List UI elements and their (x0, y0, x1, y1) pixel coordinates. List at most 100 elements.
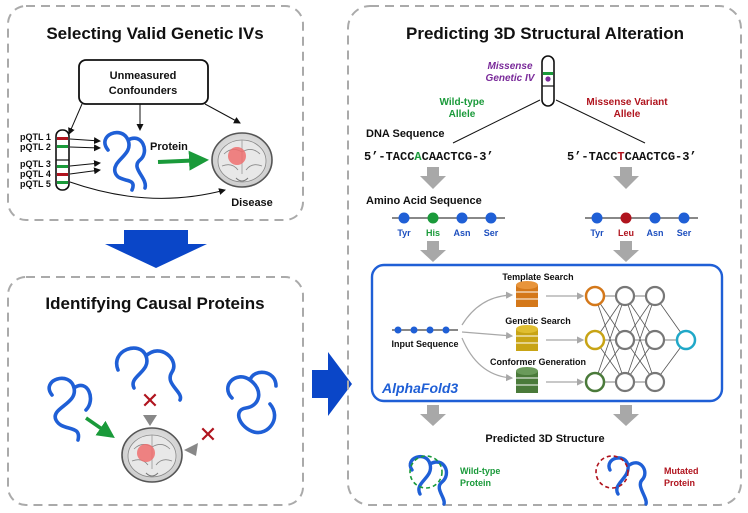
arrow-blocked-right (184, 443, 198, 456)
aa-label: Ser (484, 228, 499, 238)
aa-node-variant (427, 212, 439, 224)
wild-type-protein-icon (408, 454, 449, 506)
highlight-circle-wild (409, 455, 443, 489)
down-arrow (105, 230, 207, 268)
alphafold-label: AlphaFold3 (381, 380, 458, 396)
aa-node (591, 212, 603, 224)
gray-arrow (420, 167, 446, 189)
panel2-title: Identifying Causal Proteins (45, 294, 264, 313)
amino-acid-sequence-label: Amino Acid Sequence (366, 195, 482, 207)
mutated-protein-label-2: Protein (664, 478, 695, 488)
template-database-icon (516, 281, 538, 307)
aa-label: Tyr (397, 228, 411, 238)
wild-type-protein-label-1: Wild-type (460, 466, 500, 476)
protein-icon (103, 130, 148, 192)
protein-icon (226, 370, 278, 435)
conformer-generation-label: Conformer Generation (490, 357, 586, 367)
gray-arrow (420, 241, 446, 262)
panel-selecting-ivs: Selecting Valid Genetic IVs Unmeasured C… (7, 5, 304, 221)
pqtl-label-1: pQTL 1 (20, 132, 51, 142)
conformer-database-icon (516, 367, 538, 393)
aa-label: Asn (453, 228, 470, 238)
panel-border (7, 276, 304, 506)
protein-icon (47, 376, 93, 442)
panel-identifying-proteins: Identifying Causal Proteins ✕ ✕ (7, 276, 304, 506)
arrow-pqtl-1 (69, 137, 101, 145)
arrow-pqtl-2 (69, 144, 101, 152)
aa-label-variant: His (426, 228, 440, 238)
panel1-title: Selecting Valid Genetic IVs (46, 24, 263, 43)
arrow-blocked-top (143, 415, 157, 426)
missense-iv-label-2: Genetic IV (486, 73, 536, 84)
input-sequence-label: Input Sequence (391, 339, 458, 349)
wild-type-allele-label-2: Allele (449, 109, 476, 120)
arrow-pqtl-3 (69, 160, 101, 168)
cross-icon: ✕ (199, 422, 217, 447)
aa-label: Ser (677, 228, 692, 238)
line-to-wild-allele (452, 99, 541, 144)
aa-label-variant: Leu (618, 228, 634, 238)
right-arrow (312, 352, 352, 416)
predicted-structure-label: Predicted 3D Structure (485, 433, 604, 445)
dna-sequence-label: DNA Sequence (366, 128, 444, 140)
aa-node (678, 212, 690, 224)
panel3-title: Predicting 3D Structural Alteration (406, 24, 684, 43)
seq-node (426, 326, 434, 334)
highlight-circle-mutated (595, 455, 629, 489)
aa-label: Tyr (590, 228, 604, 238)
arrow-confounder-to-iv (68, 103, 83, 135)
variant-allele-label-2: Allele (614, 109, 641, 120)
arrow-to-conformer (461, 337, 514, 382)
arrow-protein-to-disease (157, 150, 209, 171)
panel-border (7, 5, 304, 221)
arrow-to-genetic (461, 331, 514, 340)
aa-node (649, 212, 661, 224)
gray-arrow (613, 405, 639, 426)
seq-node (410, 326, 418, 334)
dna-sequence-wild: 5’-TACCACAACTCG-3’ (364, 150, 494, 164)
arrow-pqtl-4 (69, 167, 101, 175)
template-search-label: Template Search (502, 272, 573, 282)
variant-allele-label-1: Missense Variant (586, 97, 668, 108)
gray-arrow (613, 167, 639, 189)
arrow-pqtl-5 (69, 181, 226, 199)
aa-node-variant (620, 212, 632, 224)
protein-label: Protein (150, 141, 188, 153)
aa-node (485, 212, 497, 224)
pqtl-label-3: pQTL 3 (20, 159, 51, 169)
pqtl-label-2: pQTL 2 (20, 142, 51, 152)
confounders-box (78, 59, 209, 105)
cross-icon: ✕ (141, 388, 159, 413)
missense-iv-label-1: Missense (487, 61, 532, 72)
aa-label: Asn (646, 228, 663, 238)
pqtl-label-4: pQTL 4 (20, 169, 51, 179)
chromosome-icon (541, 55, 555, 107)
brain-icon (211, 132, 273, 188)
wild-type-protein-label-2: Protein (460, 478, 491, 488)
wild-type-allele-label-1: Wild-type (440, 97, 485, 108)
pqtl-label-5: pQTL 5 (20, 179, 51, 189)
brain-icon (121, 427, 183, 483)
disease-label: Disease (231, 197, 273, 209)
seq-node (442, 326, 450, 334)
aa-node (456, 212, 468, 224)
seq-node (394, 326, 402, 334)
line-to-variant-allele (555, 99, 646, 144)
panel-predicting-structure: Predicting 3D Structural Alteration Miss… (347, 5, 742, 506)
arrow-to-template (461, 291, 514, 326)
arrow-confounder-to-disease (204, 103, 241, 124)
neural-network-icon (584, 285, 697, 393)
confounders-label-1: Unmeasured (110, 70, 177, 82)
gray-arrow (613, 241, 639, 262)
confounders-label-2: Confounders (109, 85, 177, 97)
dna-sequence-variant: 5’-TACCTCAACTCG-3’ (567, 150, 697, 164)
protein-icon (114, 346, 183, 402)
arrow-causal-protein (85, 416, 115, 438)
chromosome-icon (55, 129, 70, 191)
mutated-protein-icon (607, 456, 648, 506)
genetic-database-icon (516, 325, 538, 351)
mutated-protein-label-1: Mutated (664, 466, 699, 476)
aa-node (398, 212, 410, 224)
gray-arrow (420, 405, 446, 426)
